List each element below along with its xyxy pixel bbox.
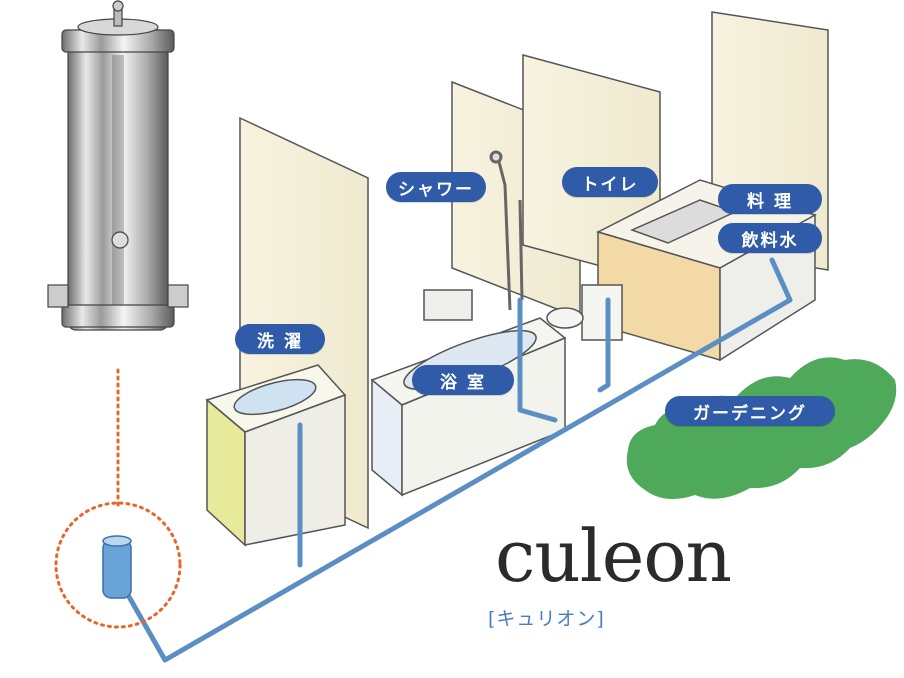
brand-reading: [キュリオン] xyxy=(488,604,605,631)
label-bathroom: 浴 室 xyxy=(412,365,514,395)
label-drinking-water: 飲料水 xyxy=(718,223,822,253)
filter-cartridge xyxy=(103,536,131,598)
filter-housing xyxy=(48,1,188,330)
washing-machine xyxy=(207,365,345,545)
garden-bush xyxy=(627,357,896,499)
label-toilet: トイレ xyxy=(562,167,658,197)
brand-name: culeon xyxy=(495,520,731,592)
label-shower: シャワー xyxy=(386,172,486,202)
label-cooking: 料 理 xyxy=(718,184,822,214)
label-laundry: 洗 濯 xyxy=(235,324,325,354)
label-gardening: ガーデニング xyxy=(665,396,835,426)
